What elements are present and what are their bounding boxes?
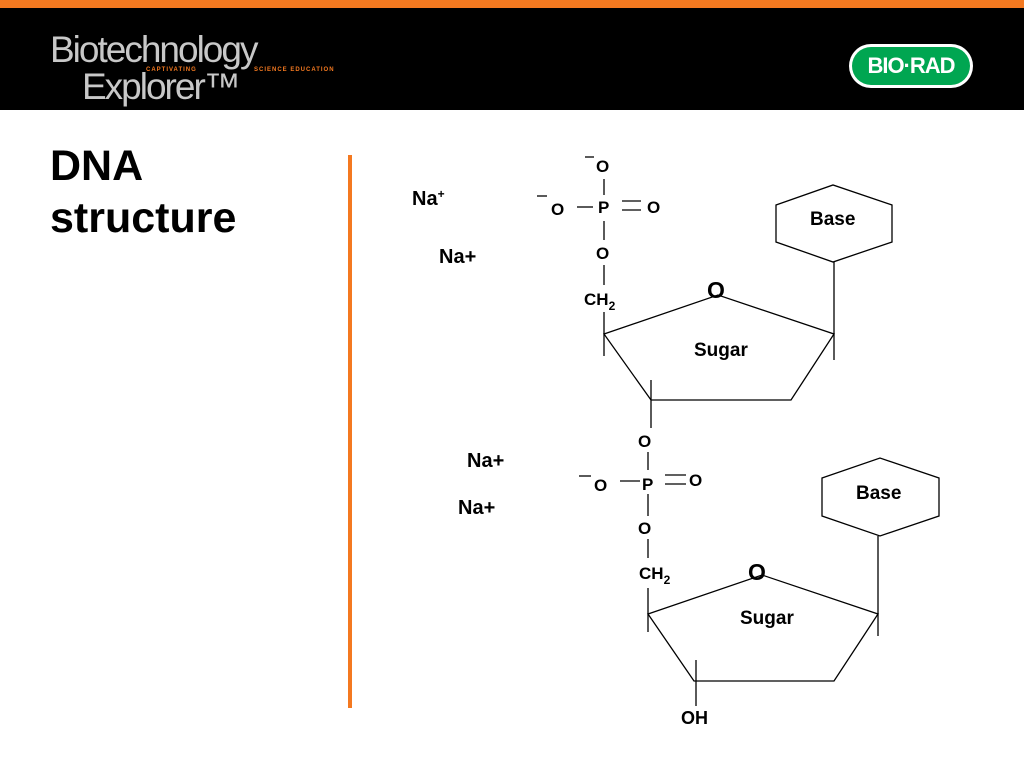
- oxygen-label: O: [647, 198, 660, 217]
- base-hexagon: [821, 457, 940, 537]
- phosphorus-label: P: [598, 198, 609, 217]
- methylene-label: CH2: [639, 564, 671, 587]
- sugar-ring: [646, 574, 880, 682]
- oxygen-label: O: [596, 157, 609, 176]
- phosphorus-label: P: [642, 475, 653, 494]
- sodium-ion-label: Na+: [412, 187, 445, 210]
- sodium-ion-label: Na+: [467, 450, 504, 472]
- sugar-label: Sugar: [740, 608, 794, 629]
- logo-tagline-captivating: CAPTIVATING: [146, 67, 197, 73]
- logo-tagline-science: SCIENCE EDUCATION: [254, 67, 335, 73]
- oxygen-label: O: [594, 476, 607, 495]
- sodium-ion-label: Na+: [458, 497, 495, 519]
- oxygen-label: O: [596, 244, 609, 263]
- base-hexagon: [775, 184, 893, 263]
- sugar-label: Sugar: [694, 340, 748, 361]
- sugar-ring: [602, 294, 836, 401]
- page-title: DNA structure: [50, 142, 237, 242]
- ring-oxygen-label: O: [748, 559, 766, 585]
- vertical-divider: [348, 155, 352, 708]
- header-banner: Biotechnology Explorer™ CAPTIVATING SCIE…: [0, 8, 1024, 110]
- bio-rad-logo: BIO·RAD: [849, 44, 973, 88]
- oxygen-label: O: [551, 200, 564, 219]
- logo-line1: Biotechnology: [50, 29, 258, 70]
- hydroxyl-label: OH: [681, 708, 708, 728]
- oxygen-label: O: [689, 471, 702, 490]
- base-label: Base: [810, 209, 855, 230]
- methylene-label: CH2: [584, 290, 616, 313]
- oxygen-label: O: [638, 432, 651, 451]
- accent-top-bar: [0, 0, 1024, 8]
- base-label: Base: [856, 483, 901, 504]
- oxygen-label: O: [638, 519, 651, 538]
- sodium-ion-label: Na+: [439, 246, 476, 268]
- logo-line2: Explorer™: [82, 66, 241, 107]
- ring-oxygen-label: O: [707, 277, 725, 303]
- bio-rad-logo-text: BIO·RAD: [852, 47, 970, 85]
